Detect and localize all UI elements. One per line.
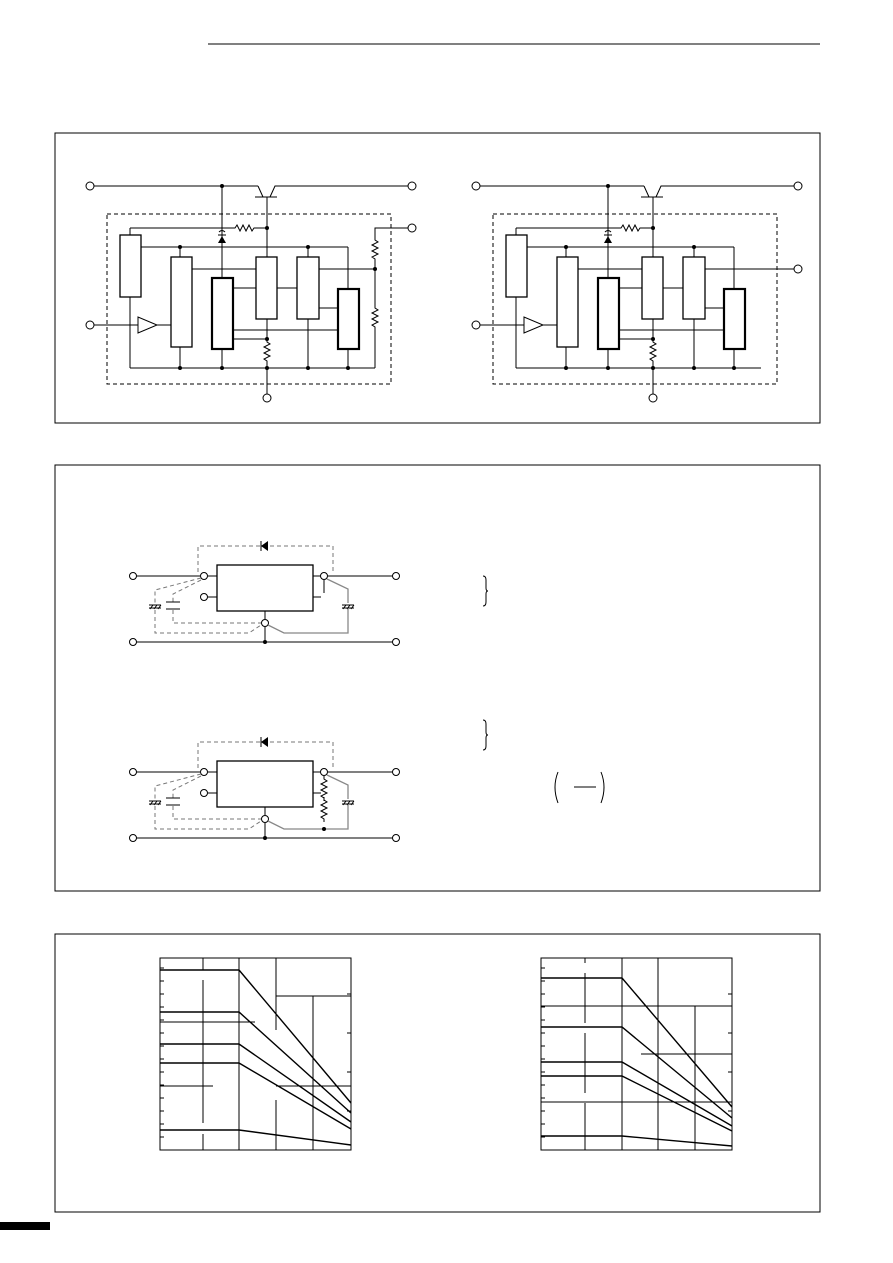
- fixed-output-circuit: [128, 540, 401, 647]
- chart-right: [540, 957, 733, 1151]
- block-diagram-right: [472, 182, 803, 402]
- block-diagram-left: [86, 182, 417, 402]
- application-circuits-panel: [54, 464, 821, 892]
- derating-charts-panel: [54, 933, 821, 1213]
- brace-2: [482, 719, 489, 751]
- footer-bar: [0, 1222, 50, 1230]
- block-diagram-panel: [54, 132, 821, 424]
- adjustable-output-circuit: [128, 736, 401, 843]
- brace-1: [482, 575, 489, 607]
- formula-parens: [554, 771, 605, 804]
- chart-left: [159, 957, 352, 1151]
